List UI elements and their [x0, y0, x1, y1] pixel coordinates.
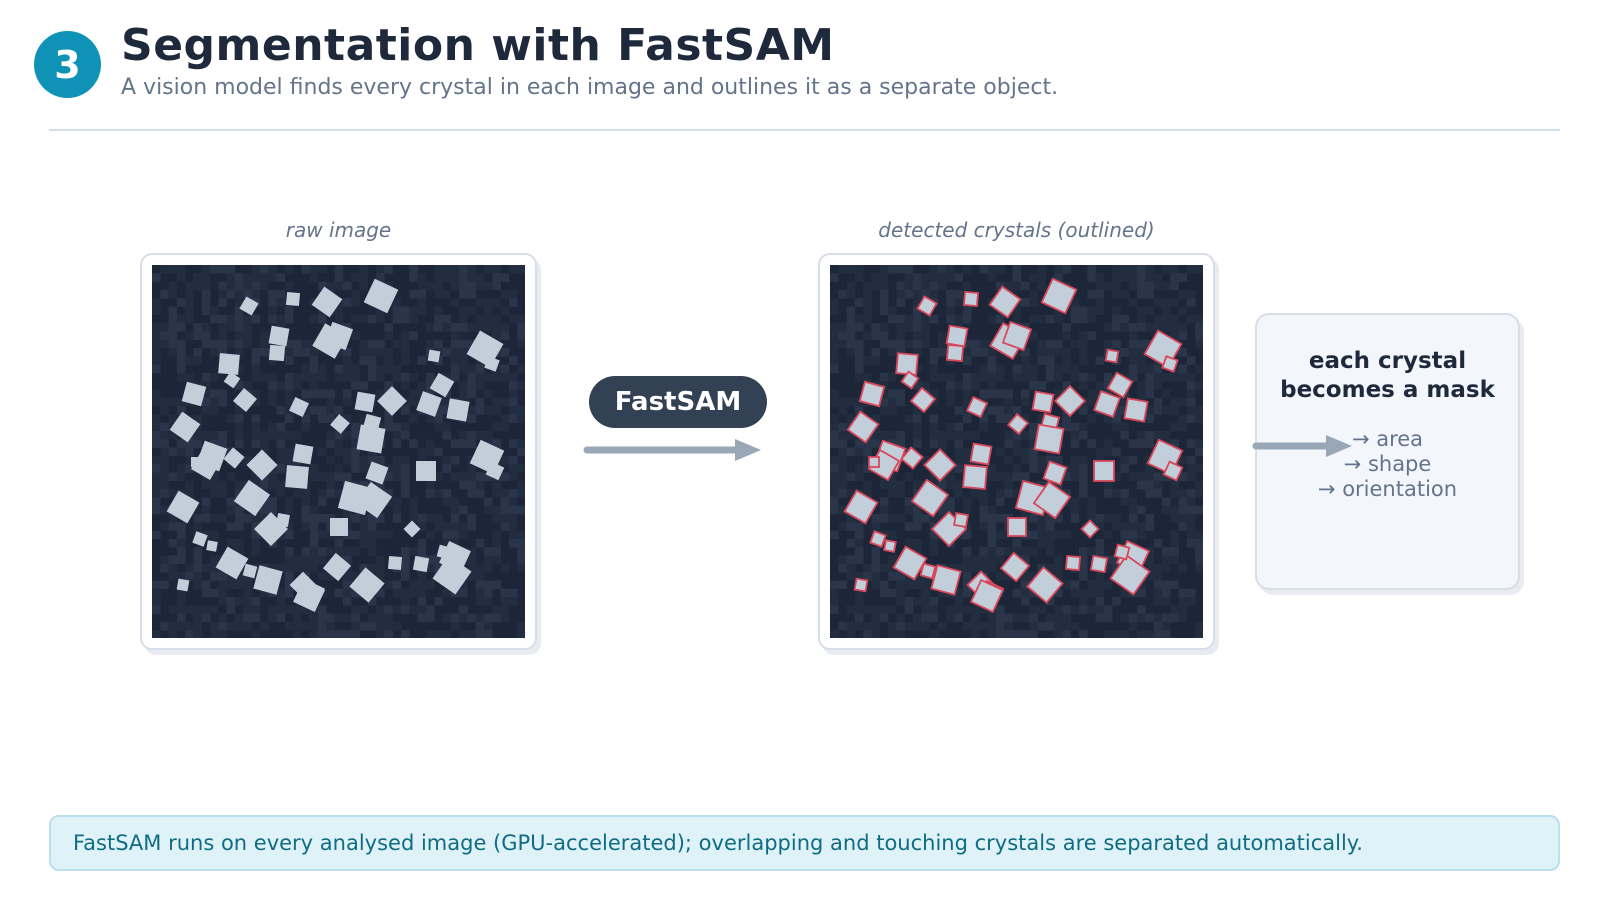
raw-image-caption: raw image [285, 218, 392, 242]
mask-box-title: each crystal becomes a mask [1257, 347, 1518, 405]
header-divider [49, 129, 1560, 131]
process-arrow-icon [583, 439, 761, 461]
mask-output-box: each crystal becomes a mask → area → sha… [1255, 313, 1520, 590]
footnote-banner: FastSAM runs on every analysed image (GP… [49, 815, 1560, 871]
mask-output-arrow-icon [1252, 435, 1352, 457]
fastsam-model-pill: FastSAM [589, 376, 767, 428]
raw-image-panel [140, 253, 537, 650]
detected-image-caption: detected crystals (outlined) [878, 218, 1155, 242]
mask-properties-list: → area → shape → orientation [1257, 427, 1518, 502]
mask-property-shape: → shape [1343, 452, 1432, 476]
step-number-badge: 3 [34, 31, 101, 98]
raw-crystal-image [152, 265, 525, 638]
mask-title-line-1: each crystal [1308, 348, 1467, 374]
page-title: Segmentation with FastSAM [121, 20, 835, 71]
page-subtitle: A vision model finds every crystal in ea… [121, 75, 1059, 100]
detected-image-panel [818, 253, 1215, 650]
mask-title-line-2: becomes a mask [1280, 377, 1495, 403]
mask-property-orientation: → orientation [1317, 477, 1458, 501]
mask-property-area: → area [1351, 427, 1424, 451]
detected-crystal-image [830, 265, 1203, 638]
